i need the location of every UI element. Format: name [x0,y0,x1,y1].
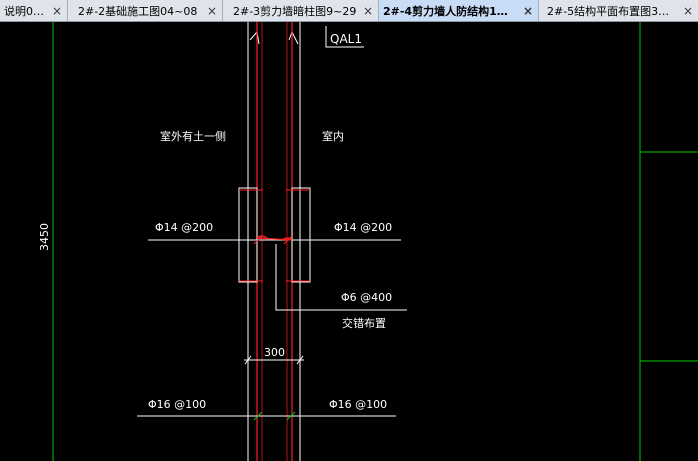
section-tag-label: QAL1 [330,32,362,46]
close-icon[interactable]: × [362,4,374,18]
tie-hook [253,235,263,245]
rebar-spec-right-top: Φ14 @200 [334,221,392,234]
outdoor-side-label: 室外有土一侧 [160,129,226,143]
close-icon[interactable]: × [682,4,694,18]
close-icon[interactable]: × [51,4,63,18]
tab-description[interactable]: 说明0… × [0,0,68,21]
tie-arrangement-note: 交错布置 [342,316,386,330]
tie-rebar-leader [275,244,407,311]
height-dimension-text: 3450 [38,223,51,251]
tab-label: 说明0… [4,5,44,18]
close-icon[interactable]: × [522,4,534,18]
rebar-leader-tick [253,411,263,421]
canvas-background [0,22,698,461]
tab-label: 2#-3剪力墙暗柱图9~29 [233,5,357,18]
detail-box-left [238,187,258,283]
drawing-canvas[interactable]: 3450 QAL1 室外有土一侧 室内 Φ14 @200 Φ14 @200 [0,22,698,461]
tab-foundation-drawing[interactable]: 2#-2基础施工图04~08 × [68,0,223,21]
detail-box-right [291,187,311,283]
tab-shear-wall-column-drawing[interactable]: 2#-3剪力墙暗柱图9~29 × [223,0,379,21]
section-tag-leader [325,26,364,48]
rebar-spec-left-top: Φ14 @200 [155,221,213,234]
indoor-side-label: 室内 [322,129,344,143]
wall-thickness-dimension: 300 [264,346,285,359]
rebar-leader-tick [286,411,296,421]
tab-label: 2#-4剪力墙人防结构1… [383,5,508,18]
tie-hook [283,235,293,245]
tab-shear-wall-civil-defense[interactable]: 2#-4剪力墙人防结构1… × [379,0,539,21]
document-tab-bar: 说明0… × 2#-2基础施工图04~08 × 2#-3剪力墙暗柱图9~29 ×… [0,0,698,22]
rebar-spec-right-bottom: Φ16 @100 [329,398,387,411]
dimension-tick [244,355,252,365]
tab-structural-plan[interactable]: 2#-5结构平面布置图3… × [539,0,698,21]
rebar-spec-left-bottom: Φ16 @100 [148,398,206,411]
tie-rebar-spec: Φ6 @400 [341,291,392,304]
dimension-tick [296,355,304,365]
close-icon[interactable]: × [206,4,218,18]
tab-label: 2#-5结构平面布置图3… [547,5,670,18]
tab-label: 2#-2基础施工图04~08 [78,5,198,18]
